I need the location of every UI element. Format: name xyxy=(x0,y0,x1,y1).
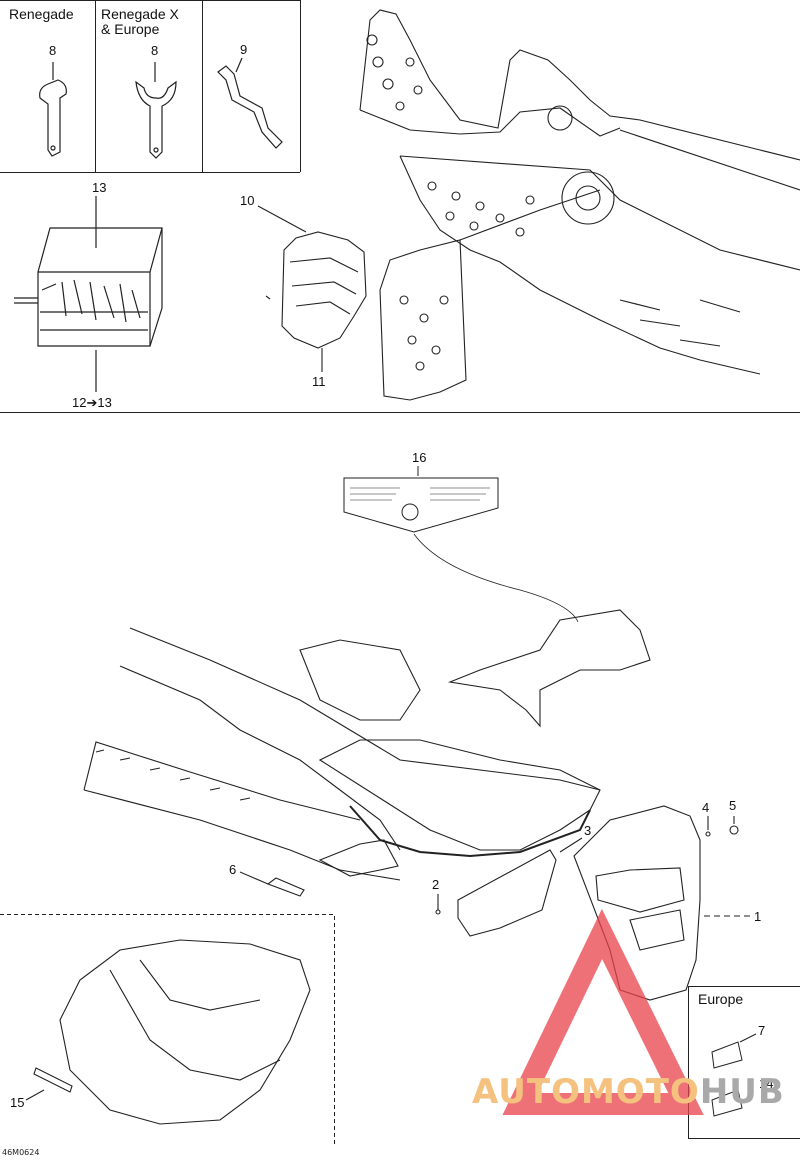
callout-15: 15 xyxy=(10,1095,25,1110)
wrench-8-renegade xyxy=(39,62,67,157)
callout-8-renegade: 8 xyxy=(49,43,57,58)
callout-3: 3 xyxy=(584,823,592,838)
callout-5: 5 xyxy=(729,798,737,813)
parts-2-3 xyxy=(435,837,583,937)
callout-10: 10 xyxy=(240,193,255,208)
callout-14: 14 xyxy=(759,1076,774,1091)
lower-chassis xyxy=(83,609,651,881)
ecu-bracket xyxy=(257,205,367,372)
belly-pan-15 xyxy=(25,939,311,1125)
figure-reference: 46M0624 xyxy=(2,1148,40,1157)
snowflap-1 xyxy=(573,805,752,1001)
inset-15 xyxy=(0,914,335,1146)
callout-9: 9 xyxy=(240,42,248,57)
part-6 xyxy=(239,839,399,897)
variant-label-renegade: Renegade xyxy=(9,6,74,22)
watermark-part1: AUTOMOTO xyxy=(472,1072,700,1112)
toolkit-box-13 xyxy=(14,196,163,392)
callout-2: 2 xyxy=(432,877,440,892)
callout-8-renegade-x: 8 xyxy=(151,43,159,58)
variant-label-europe: Europe xyxy=(698,991,744,1007)
callout-13: 13 xyxy=(92,180,107,195)
tool-9 xyxy=(217,57,283,149)
variant-label-europe-line: & Europe xyxy=(101,21,160,37)
wrench-8-renegade-x xyxy=(135,62,177,159)
watermark-logo: AUTOMOTOHUB xyxy=(472,1072,785,1112)
callout-1: 1 xyxy=(754,909,762,924)
callout-16: 16 xyxy=(412,450,427,465)
tool-inset-frame xyxy=(0,0,301,173)
callout-11: 11 xyxy=(312,374,326,389)
callout-12-13: 12➔13 xyxy=(72,395,112,410)
callout-4: 4 xyxy=(702,800,710,815)
watermark-part2: HUB xyxy=(699,1072,785,1112)
warning-sticker-16 xyxy=(343,466,579,623)
callout-7: 7 xyxy=(758,1023,766,1038)
callout-6: 6 xyxy=(229,862,237,877)
watermark-triangle xyxy=(502,908,704,1115)
variant-label-renegade-x: Renegade X xyxy=(101,6,179,22)
europe-inset xyxy=(688,986,800,1139)
upper-chassis xyxy=(359,9,800,401)
